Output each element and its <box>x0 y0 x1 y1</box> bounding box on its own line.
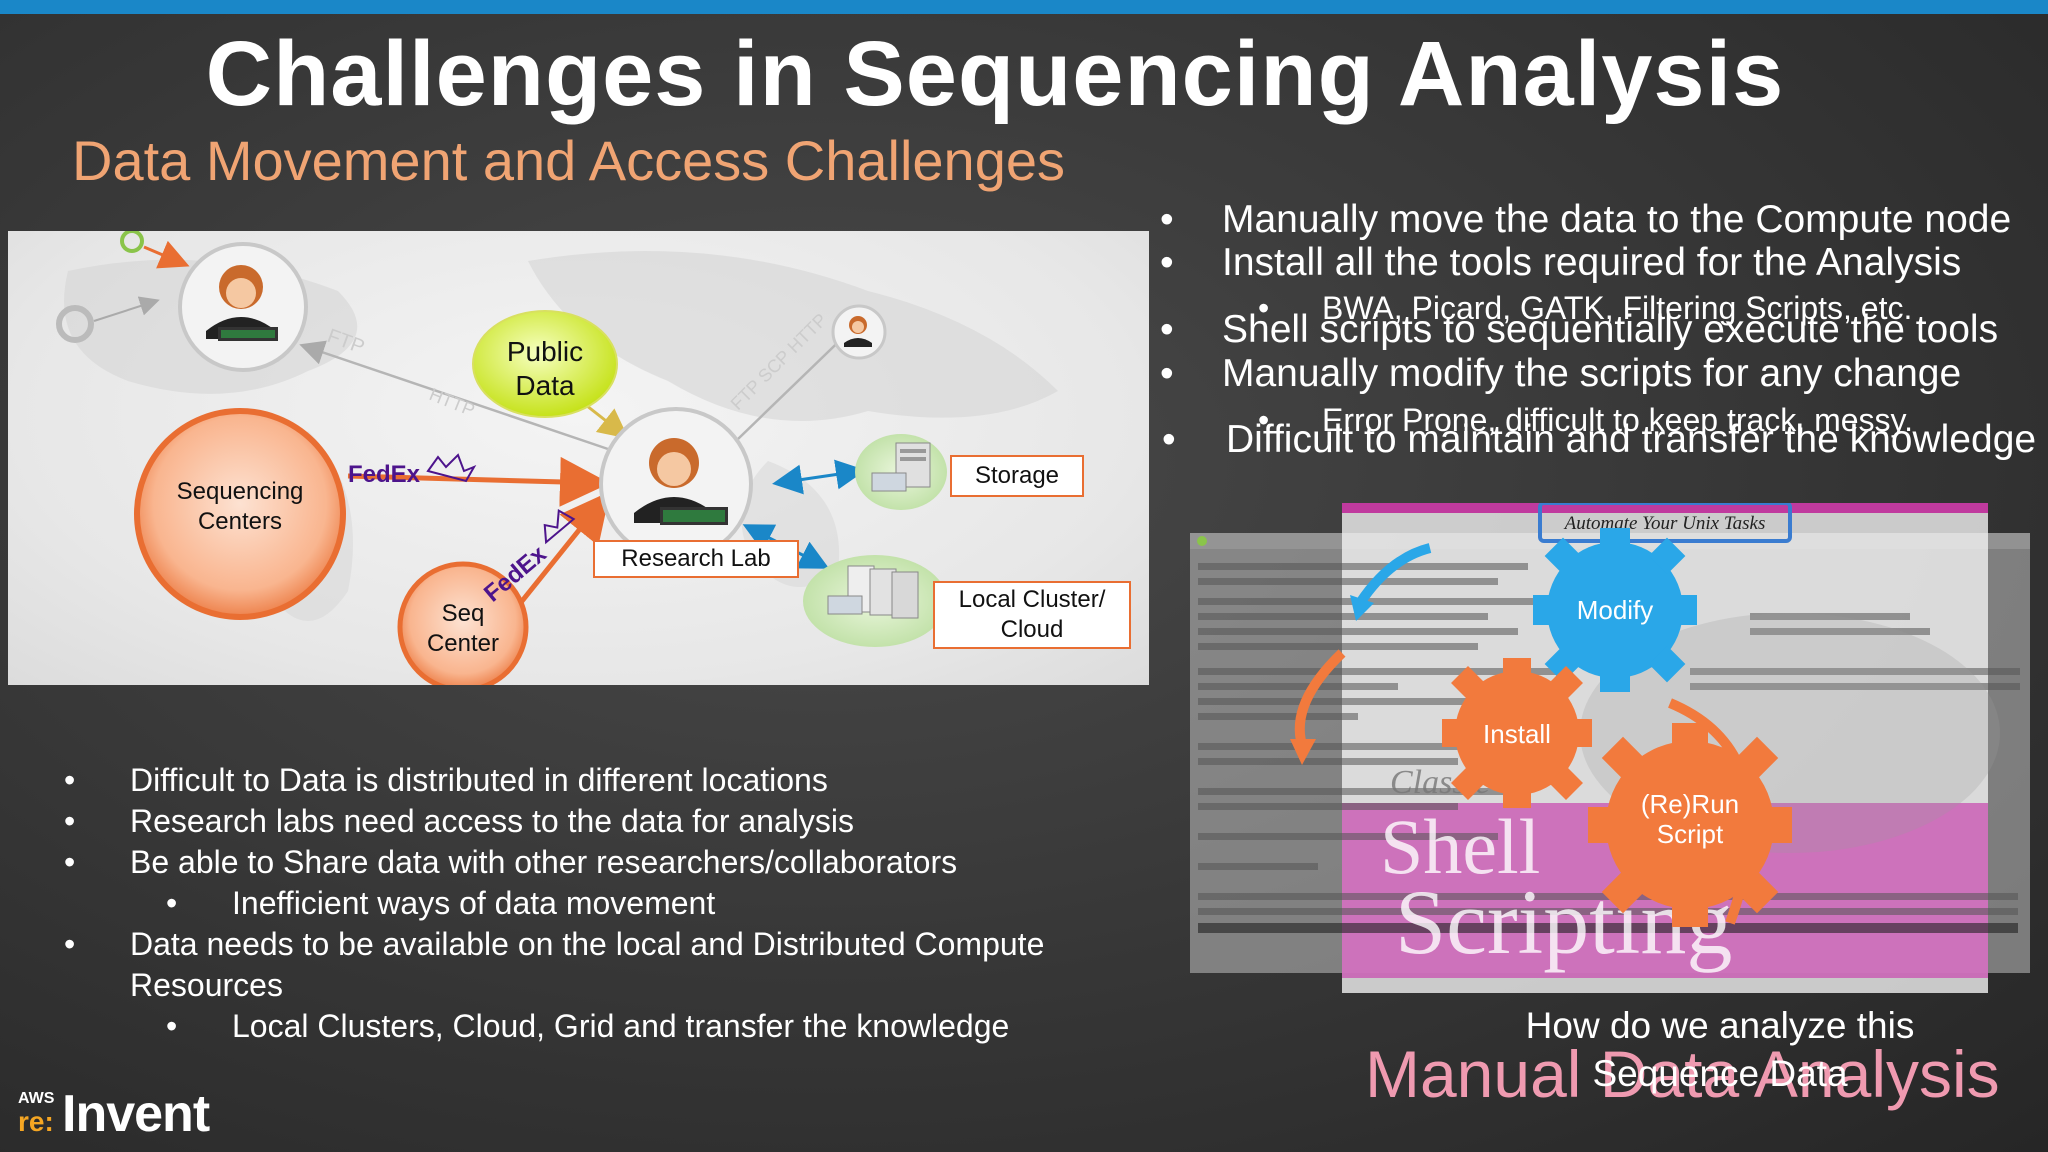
book-title-shell: Shell <box>1380 803 1540 890</box>
top-accent-bar <box>0 0 2048 14</box>
install-gear-icon <box>1442 658 1592 808</box>
sequencing-centers-label: Sequencing Centers <box>176 478 304 535</box>
transfer-label-http: HTTP <box>427 384 478 420</box>
storage-server-icon <box>871 442 931 492</box>
workflow-graphics: Automate Your Unix Tasks Shell Scripting… <box>1190 503 2030 993</box>
rerun-label-1: (Re)Run <box>1641 789 1739 819</box>
analysis-question: How do we analyze this Sequence Data <box>1525 1005 1915 1094</box>
svg-text:FedEx: FedEx <box>348 461 421 488</box>
slide-subtitle: Data Movement and Access Challenges <box>72 129 1065 192</box>
install-label: Install <box>1483 719 1551 749</box>
modify-label: Modify <box>1577 595 1654 625</box>
manual-data-analysis-title: Manual Data Analysis <box>1365 1037 2000 1111</box>
seq-center-label: Seq Center <box>426 600 500 657</box>
researcher-avatar-icon-small <box>844 316 872 347</box>
slide-title: Challenges in Sequencing Analysis <box>205 23 1785 125</box>
data-movement-diagram: FTP HTTP FTP SCP HTTP <box>8 231 1149 685</box>
workflow-illustration: Automate Your Unix Tasks Shell Scripting… <box>1190 503 2030 993</box>
diagram-graphics: FTP HTTP FTP SCP HTTP <box>56 231 1058 685</box>
modify-gear-icon <box>1533 528 1697 692</box>
researcher-avatar-icon-top <box>206 265 278 341</box>
local-cluster-label: Local Cluster/ Cloud <box>933 581 1131 649</box>
rerun-gear-icon <box>1588 723 1792 927</box>
storage-label: Storage <box>950 455 1084 497</box>
public-data-label: Public Data <box>506 336 584 401</box>
fedex-logo-icon: FedEx <box>348 453 477 488</box>
rerun-label-2: Script <box>1657 819 1724 849</box>
research-lab-avatar-icon <box>634 438 728 525</box>
research-lab-label: Research Lab <box>593 540 799 578</box>
book-banner: Automate Your Unix Tasks <box>1563 513 1766 534</box>
cluster-servers-icon <box>827 565 919 619</box>
